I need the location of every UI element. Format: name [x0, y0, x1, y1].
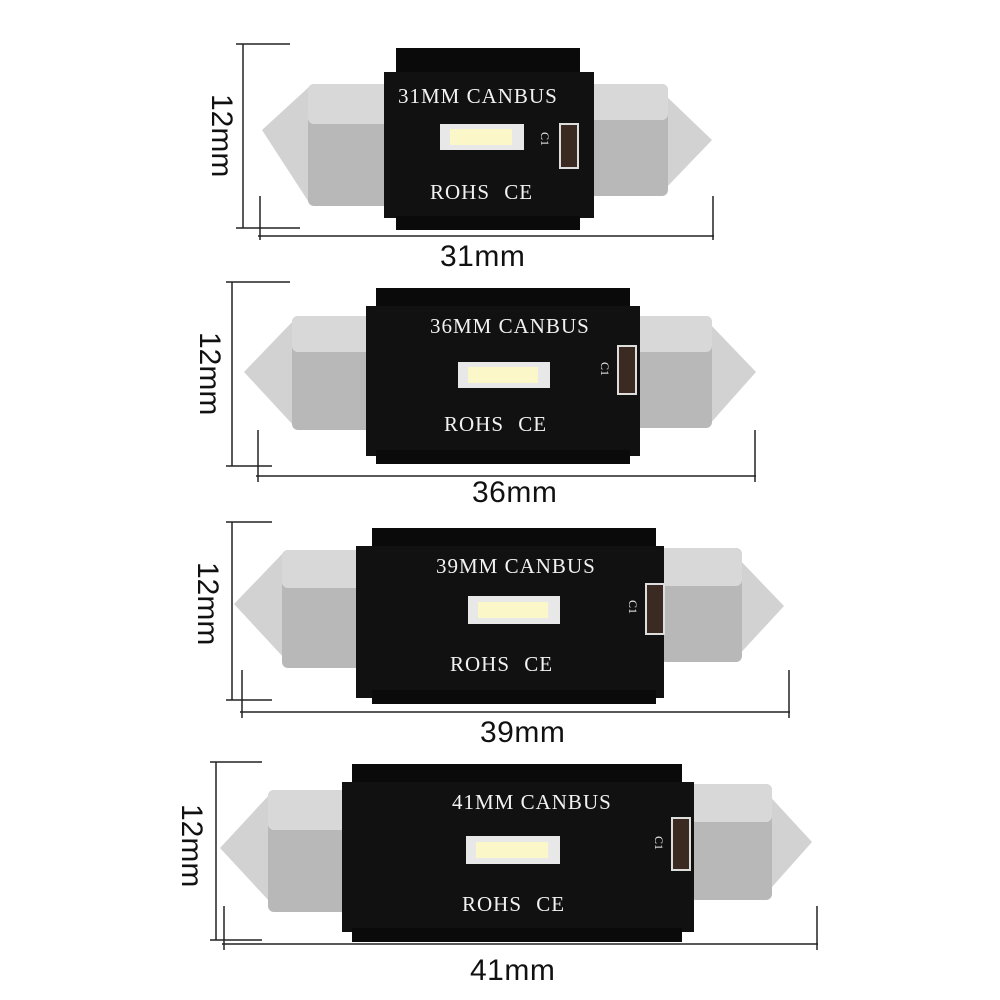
pcb-model-label: 41MM CANBUS — [452, 790, 612, 814]
width-dimension-label: 41mm — [470, 954, 556, 987]
pcb-model-label: 31MM CANBUS — [398, 84, 558, 108]
bulb-31mm-illustration — [236, 43, 714, 240]
pcb-cert-marks: ROHS CE — [444, 412, 548, 436]
height-dimension-label: 12mm — [205, 94, 238, 178]
pcb-c1-label: C1 — [538, 132, 552, 147]
pcb-model-label: 36MM CANBUS — [430, 314, 590, 338]
pcb-cert-marks: ROHS CE — [450, 652, 554, 676]
bulb-39mm: 39MM CANBUS ROHS CE C1 39mm 12mm — [0, 510, 1000, 750]
pcb-model-label: 39MM CANBUS — [436, 554, 596, 578]
width-dimension-label: 36mm — [472, 476, 558, 509]
height-dimension-label: 12mm — [175, 804, 208, 888]
bulb-36mm: 36MM CANBUS ROHS CE C1 36mm 12mm — [0, 250, 1000, 510]
pcb-c1-label: C1 — [652, 836, 666, 851]
pcb-cert-marks: ROHS CE — [462, 892, 566, 916]
width-dimension-label: 31mm — [440, 240, 526, 273]
height-dimension-label: 12mm — [191, 562, 224, 646]
bulb-41mm: 41MM CANBUS ROHS CE C1 41mm 12mm — [0, 750, 1000, 1000]
bulb-36mm-illustration — [226, 281, 756, 482]
bulb-41mm-illustration — [210, 761, 818, 950]
height-dimension-label: 12mm — [193, 332, 226, 416]
pcb-c1-label: C1 — [598, 362, 612, 377]
bulb-39mm-illustration — [226, 521, 790, 718]
pcb-cert-marks: ROHS CE — [430, 180, 534, 204]
pcb-c1-label: C1 — [626, 600, 640, 615]
bulb-31mm: 31MM CANBUS ROHS CE C1 31mm 12mm — [0, 0, 1000, 273]
width-dimension-label: 39mm — [480, 716, 566, 749]
